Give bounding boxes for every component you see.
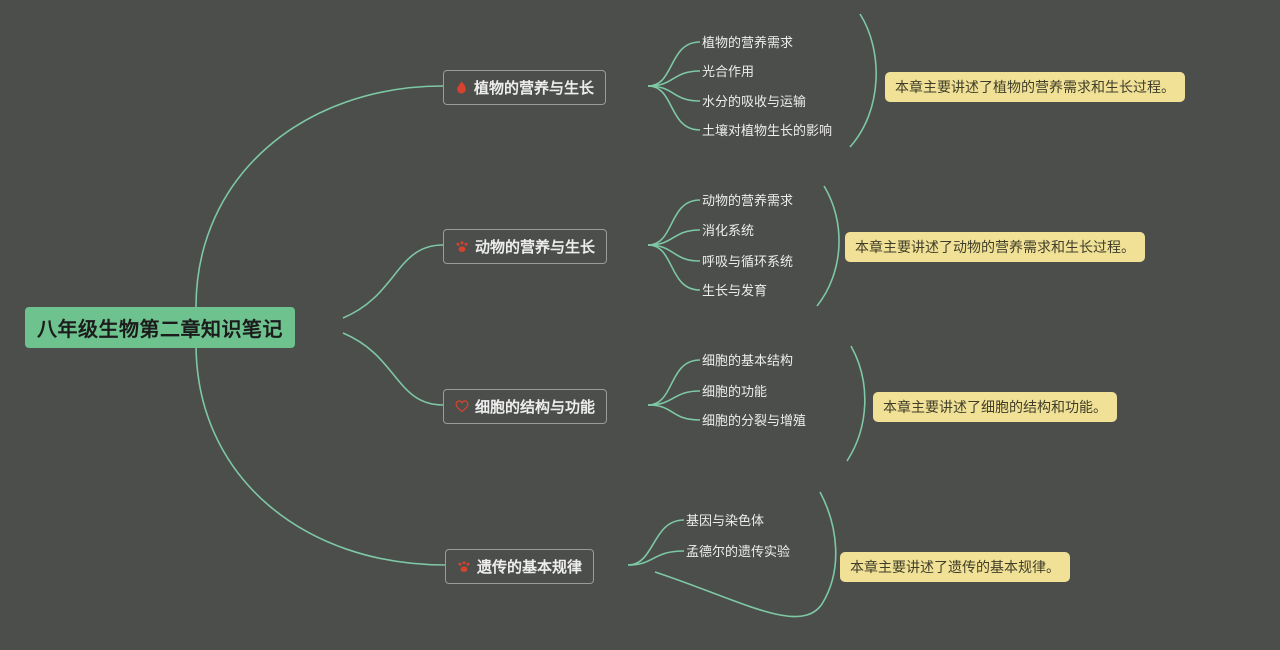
child-topic[interactable]: 细胞的分裂与增殖	[702, 413, 807, 428]
child-topic[interactable]: 水分的吸收与运输	[702, 94, 807, 109]
child-topic[interactable]: 呼吸与循环系统	[702, 254, 794, 269]
child-topic[interactable]: 细胞的基本结构	[702, 353, 794, 368]
branch-label: 植物的营养与生长	[474, 80, 595, 97]
child-topic[interactable]: 消化系统	[702, 223, 755, 238]
link-b2-c1	[647, 199, 701, 246]
branch-node-animals[interactable]: 动物的营养与生长	[443, 229, 608, 264]
root-node[interactable]: 八年级生物第二章知识笔记	[25, 307, 295, 348]
note-card[interactable]: 本章主要讲述了细胞的结构和功能。	[873, 392, 1117, 422]
branch-node-plants[interactable]: 植物的营养与生长	[443, 70, 607, 105]
note-card[interactable]: 本章主要讲述了植物的营养需求和生长过程。	[885, 72, 1185, 102]
flame-icon	[455, 80, 468, 95]
branch-label: 细胞的结构与功能	[475, 399, 596, 416]
child-topic[interactable]: 动物的营养需求	[702, 193, 794, 208]
child-topic[interactable]: 细胞的功能	[702, 384, 768, 399]
arc-note4	[654, 491, 837, 618]
branch-node-heredity[interactable]: 遗传的基本规律	[445, 549, 595, 584]
link-b2-c2	[647, 229, 701, 246]
branch-node-cells[interactable]: 细胞的结构与功能	[443, 389, 608, 424]
heart-icon	[455, 400, 469, 413]
note-card[interactable]: 本章主要讲述了动物的营养需求和生长过程。	[845, 232, 1145, 262]
link-b3-c1	[647, 359, 701, 406]
arc-note1	[849, 13, 877, 148]
link-root-branch2	[342, 244, 444, 319]
child-topic[interactable]: 基因与染色体	[686, 513, 765, 528]
link-b1-c4	[647, 85, 701, 131]
child-topic[interactable]: 光合作用	[702, 64, 755, 79]
link-b1-c1	[647, 41, 701, 87]
arc-note3	[846, 345, 866, 462]
arc-note2	[816, 185, 840, 307]
branch-label: 遗传的基本规律	[477, 559, 583, 576]
paw-icon	[457, 560, 471, 574]
link-root-branch3	[342, 332, 444, 406]
child-topic[interactable]: 生长与发育	[702, 283, 768, 298]
link-b2-c4	[647, 244, 701, 291]
note-card[interactable]: 本章主要讲述了遗传的基本规律。	[840, 552, 1070, 582]
child-topic[interactable]: 孟德尔的遗传实验	[686, 544, 791, 559]
child-topic[interactable]: 植物的营养需求	[702, 35, 794, 50]
link-root-branch1	[195, 85, 444, 308]
child-topic[interactable]: 土壤对植物生长的影响	[702, 123, 833, 138]
link-b3-c3	[647, 404, 701, 421]
branch-label: 动物的营养与生长	[475, 239, 596, 256]
paw-icon	[455, 240, 469, 254]
link-root-branch4	[195, 343, 446, 566]
link-b4-c1	[627, 519, 685, 566]
link-b4-c2	[627, 550, 685, 566]
